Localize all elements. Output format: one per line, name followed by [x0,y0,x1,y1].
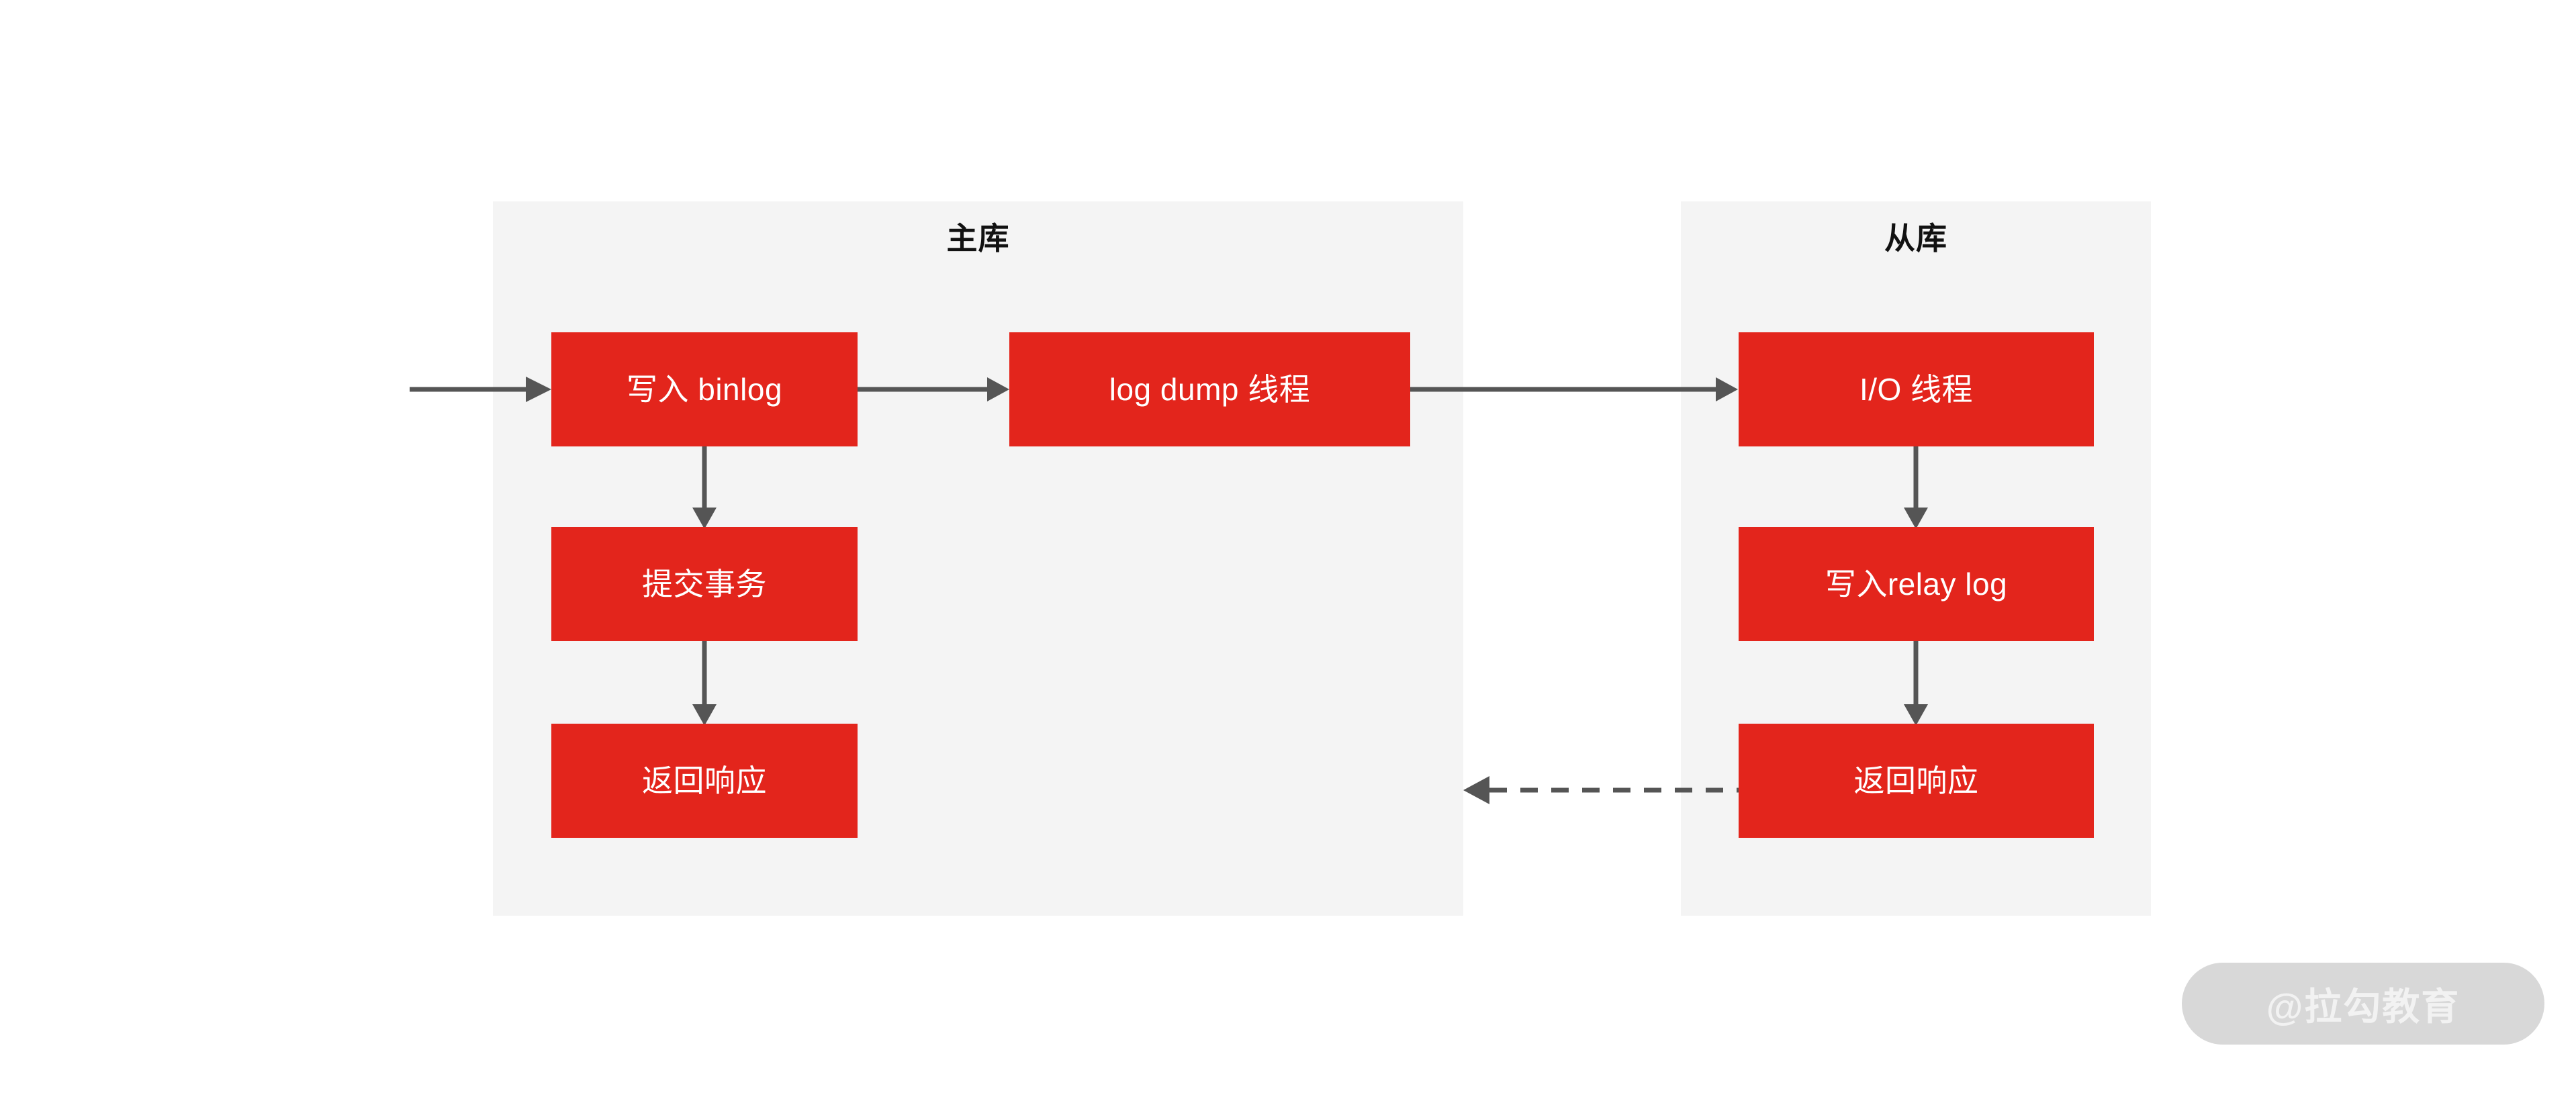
node-master-response-label: 返回响应 [642,763,767,798]
watermark-badge: @拉勾教育 [2182,963,2544,1045]
node-slave-response[interactable]: 返回响应 [1739,724,2094,838]
node-io-thread-label: I/O 线程 [1859,372,1974,407]
node-master-response[interactable]: 返回响应 [551,724,858,838]
edge-write-binlog-to-commit-txn [688,443,721,530]
node-write-relay-log[interactable]: 写入relay log [1739,527,2094,641]
node-log-dump-thread[interactable]: log dump 线程 [1009,332,1410,446]
edge-write-binlog-to-log-dump [854,373,1022,406]
node-write-binlog-label: 写入 binlog [626,372,783,407]
edge-log-dump-to-io-thread [1407,373,1749,406]
edge-io-thread-to-relay-log [1899,443,1933,530]
node-commit-txn-label: 提交事务 [642,567,767,602]
watermark-text: @拉勾教育 [2266,985,2460,1028]
panel-master-title: 主库 [946,221,1010,256]
node-write-binlog[interactable]: 写入 binlog [551,332,858,446]
edge-commit-txn-to-master-resp [688,638,721,727]
node-io-thread[interactable]: I/O 线程 [1739,332,2094,446]
node-commit-txn[interactable]: 提交事务 [551,527,858,641]
node-slave-response-label: 返回响应 [1853,763,1979,798]
edge-relay-log-to-slave-resp [1899,638,1933,727]
node-log-dump-thread-label: log dump 线程 [1109,372,1311,407]
node-write-relay-log-label: 写入relay log [1825,567,2008,602]
panel-slave-title: 从库 [1884,221,1947,256]
edge-entry-to-write-binlog [403,373,564,406]
edge-slave-resp-to-master [1451,773,1746,807]
